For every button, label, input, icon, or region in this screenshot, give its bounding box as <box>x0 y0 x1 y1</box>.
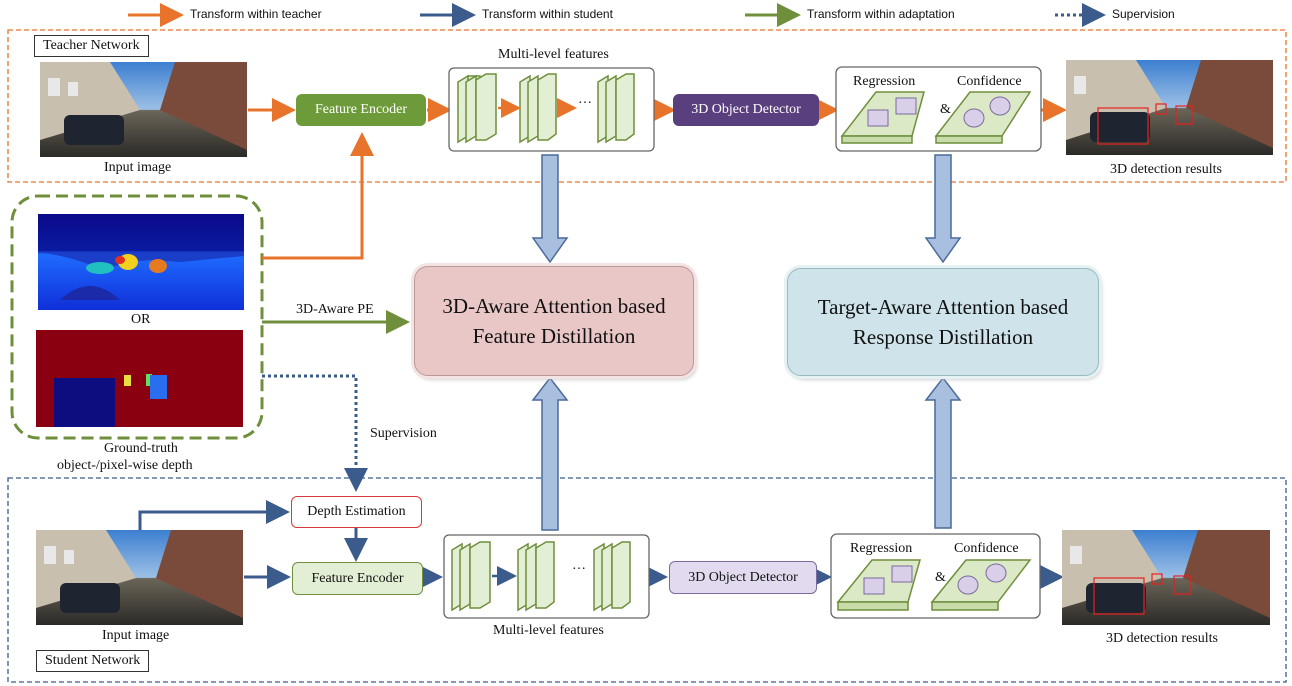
student-features-ellipsis: … <box>572 558 586 573</box>
pe-label: 3D-Aware PE <box>296 302 374 317</box>
legend-teacher-text: Transform within teacher <box>190 7 322 21</box>
student-response-distill-arrow <box>924 376 962 529</box>
student-confidence-label: Confidence <box>954 541 1019 556</box>
legend-adaptation-text: Transform within adaptation <box>807 7 955 21</box>
response-distillation-line1: Target-Aware Attention based <box>817 295 1069 319</box>
student-regression-label: Regression <box>850 541 913 556</box>
student-depth-estimation: Depth Estimation <box>291 496 422 528</box>
student-feature-encoder: Feature Encoder <box>292 562 423 595</box>
teacher-network-border <box>7 29 1287 183</box>
teacher-input-caption: Input image <box>104 160 172 175</box>
response-distillation-box: Target-Aware Attention based Response Di… <box>787 268 1099 376</box>
depth-map-image <box>38 214 244 310</box>
student-results-image <box>1062 530 1270 625</box>
teacher-features-caption: Multi-level features <box>498 47 609 62</box>
teacher-results-caption: 3D detection results <box>1110 162 1222 177</box>
teacher-feature-encoder: Feature Encoder <box>296 94 426 126</box>
legend-supervision-text: Supervision <box>1112 7 1175 21</box>
student-input-caption: Input image <box>102 628 170 643</box>
ground-truth-label: Ground-truth <box>104 441 178 456</box>
supervision-arrow <box>262 374 368 492</box>
student-network-border <box>7 477 1287 683</box>
teacher-arrow-depth-encoder <box>262 132 374 260</box>
student-network-label: Student Network <box>36 650 150 672</box>
ground-truth-group-border <box>10 194 264 440</box>
teacher-features-ellipsis: … <box>578 92 592 107</box>
student-feature-distill-arrow <box>531 376 569 531</box>
student-input-image <box>36 530 243 625</box>
student-features-box <box>443 534 650 619</box>
feature-distillation-line2: Feature Distillation <box>472 324 636 348</box>
student-amp: & <box>935 570 946 585</box>
student-3d-object-detector: 3D Object Detector <box>669 561 817 594</box>
teacher-confidence-label: Confidence <box>957 74 1022 89</box>
teacher-network-label: Teacher Network <box>34 35 149 57</box>
feature-distillation-line1: 3D-Aware Attention based <box>442 294 666 318</box>
student-features-caption: Multi-level features <box>493 623 604 638</box>
object-depth-image <box>36 330 243 427</box>
student-heads-box <box>830 533 1041 619</box>
teacher-response-distill-arrow <box>924 154 962 264</box>
teacher-input-image <box>40 62 247 157</box>
student-results-caption: 3D detection results <box>1106 631 1218 646</box>
response-distillation-line2: Response Distillation <box>852 325 1034 349</box>
or-label: OR <box>131 312 151 327</box>
teacher-heads-box <box>835 66 1042 152</box>
feature-distillation-box: 3D-Aware Attention based Feature Distill… <box>414 266 694 376</box>
teacher-results-image <box>1066 60 1273 155</box>
teacher-3d-object-detector: 3D Object Detector <box>673 94 819 126</box>
teacher-regression-label: Regression <box>853 74 916 89</box>
teacher-features-box <box>448 67 655 152</box>
ground-truth-sublabel: object-/pixel-wise depth <box>57 458 193 473</box>
supervision-label: Supervision <box>370 426 437 441</box>
legend-student-text: Transform within student <box>482 7 613 21</box>
teacher-feature-distill-arrow <box>531 154 569 264</box>
teacher-amp: & <box>940 102 951 117</box>
